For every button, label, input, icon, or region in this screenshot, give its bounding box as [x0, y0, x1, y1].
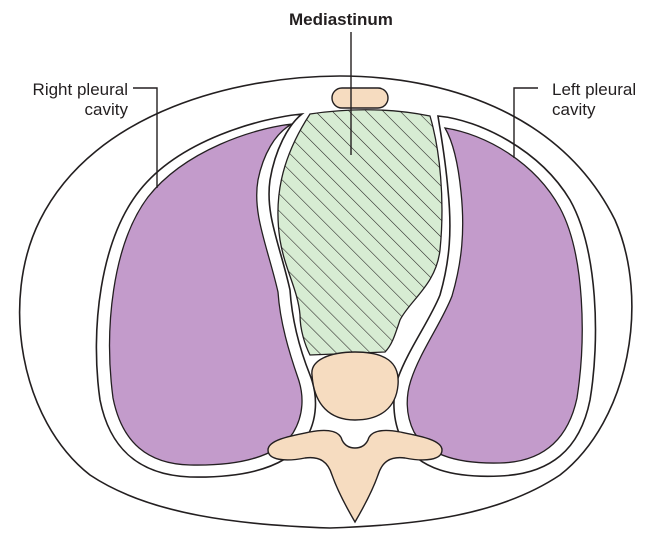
right-pleural-cavity-label-line2: cavity: [10, 100, 148, 120]
right-pleural-cavity-label: Right pleural cavity: [10, 80, 148, 120]
left-pleural-cavity-label: Left pleural cavity: [552, 80, 650, 120]
sternum-bone: [332, 88, 388, 108]
left-pleural-cavity-label-line2: cavity: [552, 100, 650, 120]
left-pleural-cavity-label-line1: Left pleural: [552, 80, 650, 100]
right-pleural-cavity-label-line1: Right pleural: [10, 80, 148, 100]
mediastinum-label: Mediastinum: [289, 10, 393, 30]
